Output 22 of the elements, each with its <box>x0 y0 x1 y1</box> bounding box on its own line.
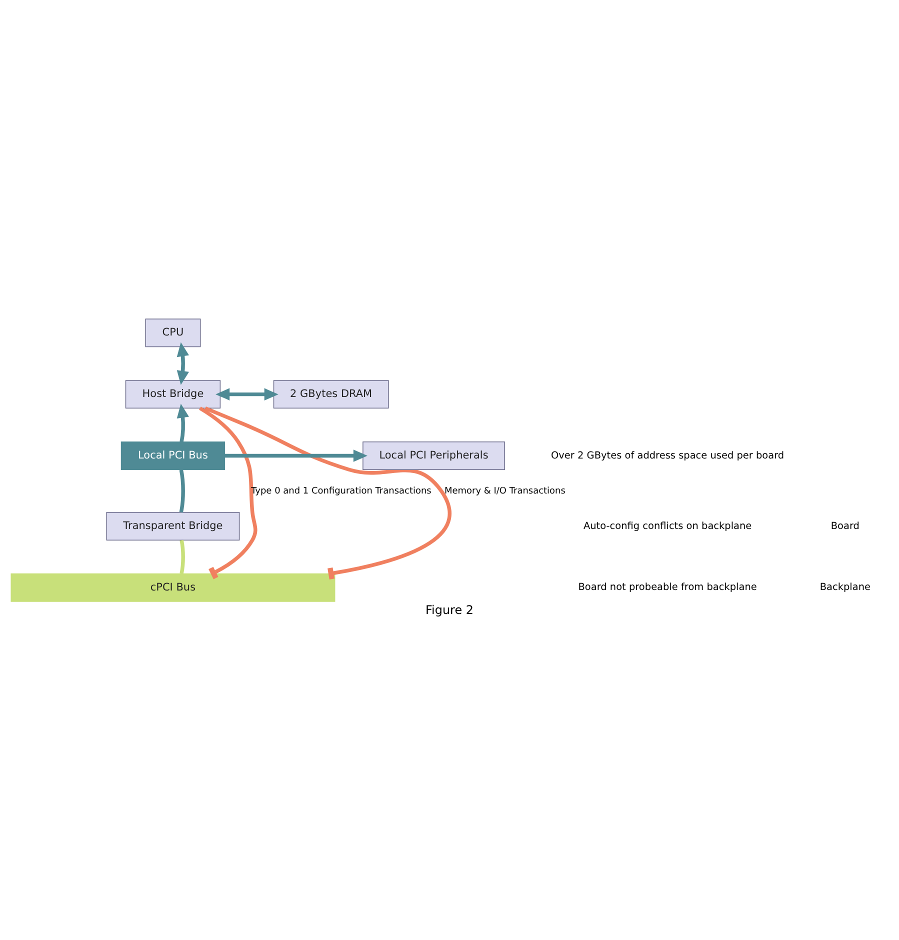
label: Over 2 GBytes of address space used per board <box>551 450 784 462</box>
node-box: Host Bridge <box>125 380 221 409</box>
node-box: 2 GBytes DRAM <box>273 380 389 409</box>
connector <box>204 406 452 580</box>
edge-label: Memory & I/O Transactions <box>444 486 566 496</box>
connector <box>179 469 185 513</box>
arrow <box>224 450 368 462</box>
label: Board not probeable from backplane <box>578 582 757 594</box>
label: Board <box>830 520 860 532</box>
arrow <box>216 388 278 400</box>
label: Auto-config conflicts on backplane <box>583 520 752 532</box>
arrow <box>176 404 189 442</box>
node-box: Local PCI Bus <box>120 442 226 470</box>
caption: Figure 2 <box>425 603 474 618</box>
node-box: Transparent Bridge <box>106 512 240 540</box>
node-box: Local PCI Peripherals <box>362 442 505 470</box>
connector <box>180 540 185 574</box>
arrow <box>176 342 189 385</box>
node-box: CPU <box>145 318 201 348</box>
label: Backplane <box>820 582 870 594</box>
node-box: cPCI Bus <box>10 573 336 602</box>
connector <box>198 406 258 580</box>
